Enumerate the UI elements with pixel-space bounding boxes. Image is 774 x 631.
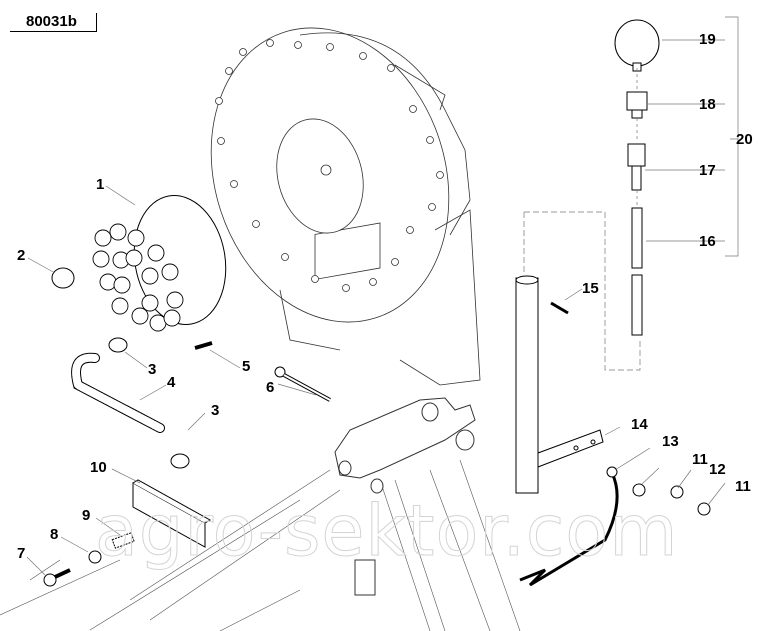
hook-rod	[519, 472, 619, 587]
part-label-11b: 11	[735, 478, 751, 495]
part-label-19: 19	[699, 31, 716, 48]
part-label-11: 11	[692, 451, 708, 468]
leader-lines	[26, 16, 739, 576]
part-label-20: 20	[736, 131, 753, 148]
hitch-bracket	[334, 397, 476, 494]
housing-bolts	[215, 39, 444, 292]
nut	[632, 483, 646, 497]
part-label-15: 15	[582, 280, 599, 297]
distributor-head	[92, 195, 227, 332]
nut	[697, 502, 711, 516]
part-label-16: 16	[699, 233, 716, 250]
part-label-1: 1	[96, 176, 105, 193]
adapter	[626, 91, 648, 119]
part-label-17: 17	[699, 162, 716, 179]
part-label-13: 13	[662, 433, 679, 450]
part-label-3: 3	[148, 361, 157, 378]
part-label-5: 5	[242, 358, 251, 375]
screw	[194, 341, 213, 350]
bracket-channel	[132, 479, 211, 548]
washer	[88, 550, 102, 564]
blower-housing	[210, 27, 481, 386]
reference-code: 80031b	[26, 13, 77, 30]
frame-lines	[0, 459, 521, 631]
hose-clamp	[108, 337, 128, 353]
distributor-outlets	[92, 223, 184, 332]
part-label-2: 2	[17, 247, 26, 264]
part-label-14: 14	[631, 416, 648, 433]
part-label-8: 8	[50, 526, 59, 543]
hose-clamp	[170, 453, 190, 469]
pressure-gauge	[614, 19, 660, 72]
part-label-10: 10	[90, 459, 107, 476]
part-label-18: 18	[699, 96, 716, 113]
part-label-9: 9	[82, 507, 91, 524]
part-label-12: 12	[709, 461, 726, 478]
bolt	[274, 366, 331, 402]
bracket-clamp	[354, 559, 376, 596]
screw	[43, 568, 71, 587]
spring	[111, 532, 135, 549]
reference-code-box: 80031b	[10, 13, 97, 32]
wing-screw	[550, 301, 569, 315]
support-post	[515, 275, 604, 494]
tube	[631, 207, 643, 336]
cap	[51, 267, 75, 289]
part-label-6: 6	[266, 379, 275, 396]
part-label-7: 7	[17, 545, 26, 562]
fitting	[627, 143, 646, 191]
part-label-4: 4	[167, 374, 176, 391]
part-label-3b: 3	[211, 402, 220, 419]
washer	[670, 485, 684, 499]
